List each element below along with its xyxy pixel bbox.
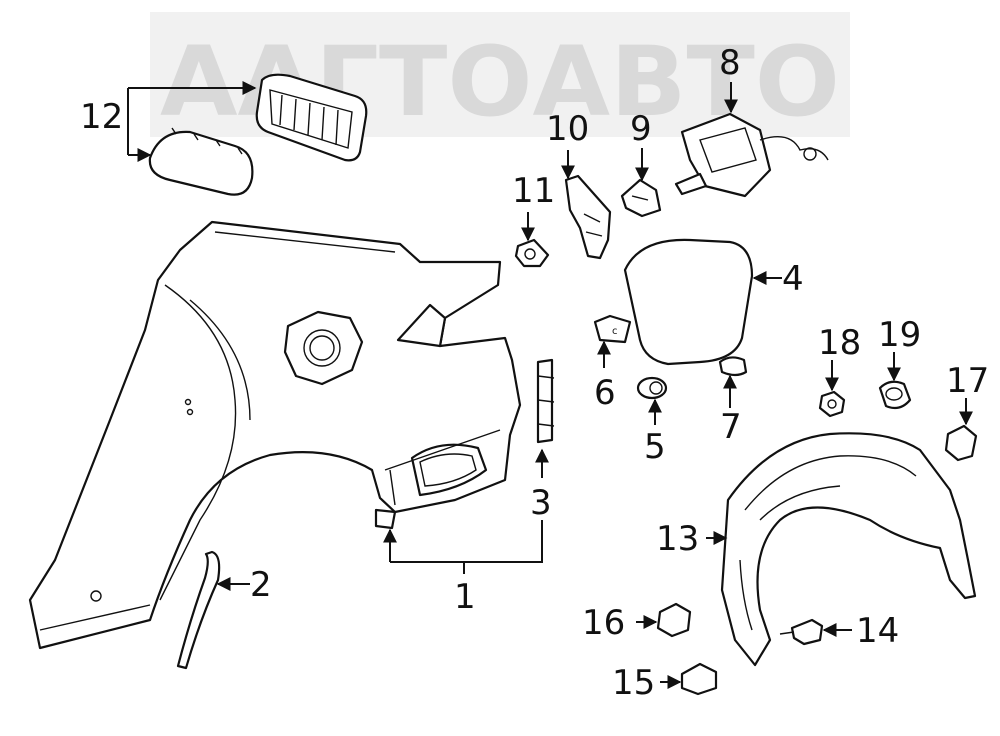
part-17-nut: [944, 424, 978, 462]
callout-14: 14: [856, 611, 899, 651]
callout-11: 11: [512, 171, 555, 211]
part-5-bushing: [636, 376, 668, 400]
callout-3: 3: [530, 483, 552, 523]
callout-1: 1: [454, 577, 476, 617]
callout-labels: 12 1 3 2 4 5 6 7 8 9 10 11 13 14 15 16 1…: [80, 43, 989, 703]
callout-17: 17: [946, 361, 989, 401]
leader-lines: [127, 81, 973, 689]
svg-text:c: c: [612, 326, 618, 337]
callout-16: 16: [582, 603, 625, 643]
part-4-fuel-door: [623, 238, 754, 366]
callout-19: 19: [878, 315, 921, 355]
callout-8: 8: [719, 43, 741, 83]
part-10-hinge: [564, 174, 612, 260]
part-12-vent-and-cap: [148, 73, 368, 196]
part-14-bolt: [779, 618, 824, 646]
callout-13: 13: [656, 519, 699, 559]
callout-4: 4: [782, 259, 804, 299]
part-18-clip: [818, 390, 846, 418]
part-3-bracket: [536, 358, 555, 444]
part-1-quarter-panel: [28, 220, 522, 650]
part-9-actuator: [620, 178, 662, 218]
watermark-logo: ААГТОАВТО: [150, 12, 850, 138]
callout-6: 6: [594, 373, 616, 413]
callout-7: 7: [720, 407, 742, 447]
part-13-fender-liner: [720, 432, 977, 667]
callout-15: 15: [612, 663, 655, 703]
part-6-clip: c: [593, 314, 632, 344]
part-2-trim-strip: [176, 550, 221, 670]
part-19-grommet: [878, 380, 912, 410]
callout-10: 10: [546, 109, 589, 149]
callout-18: 18: [818, 323, 861, 363]
callout-2: 2: [250, 565, 272, 605]
part-7-stopper: [718, 356, 748, 377]
part-11-clip: [514, 238, 550, 268]
part-16-fastener: [656, 602, 692, 638]
callout-5: 5: [644, 427, 666, 467]
part-15-fastener: [680, 662, 718, 696]
callout-9: 9: [630, 109, 652, 149]
part-8-lock-assembly: [674, 112, 829, 198]
callout-12: 12: [80, 97, 123, 137]
